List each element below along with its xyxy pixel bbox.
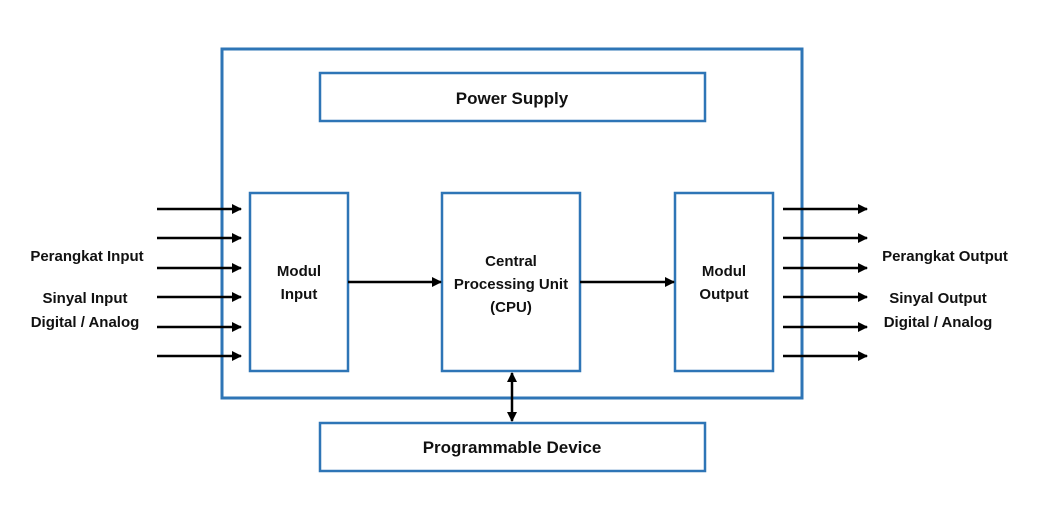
output-device-label: Perangkat Output xyxy=(882,248,1008,265)
modul-output-label-line1: Modul xyxy=(702,263,746,280)
power-supply-box xyxy=(318,71,707,123)
modul-input-label-line1: Modul xyxy=(277,263,321,280)
modul-input-label-line2: Input xyxy=(281,286,318,303)
output-signal-label-line2: Digital / Analog xyxy=(884,314,993,331)
input-arrows xyxy=(157,204,242,361)
input-device-label: Perangkat Input xyxy=(30,248,143,265)
output-signal-label-line1: Sinyal Output xyxy=(889,290,987,307)
modul-output-box xyxy=(673,191,775,373)
cpu-label-line2: Processing Unit xyxy=(454,276,568,293)
programmable-device-label: Programmable Device xyxy=(423,438,602,457)
cpu-label-line1: Central xyxy=(485,253,537,270)
input-signal-label-line2: Digital / Analog xyxy=(31,314,140,331)
cpu-box xyxy=(440,191,582,373)
modul-input-box xyxy=(248,191,350,373)
modul-output-label-line2: Output xyxy=(699,286,748,303)
power-supply-label: Power Supply xyxy=(456,89,569,108)
programmable-device-box xyxy=(318,421,707,473)
output-arrows xyxy=(783,204,868,361)
input-signal-label-line1: Sinyal Input xyxy=(42,290,127,307)
cpu-label-line3: (CPU) xyxy=(490,299,532,316)
